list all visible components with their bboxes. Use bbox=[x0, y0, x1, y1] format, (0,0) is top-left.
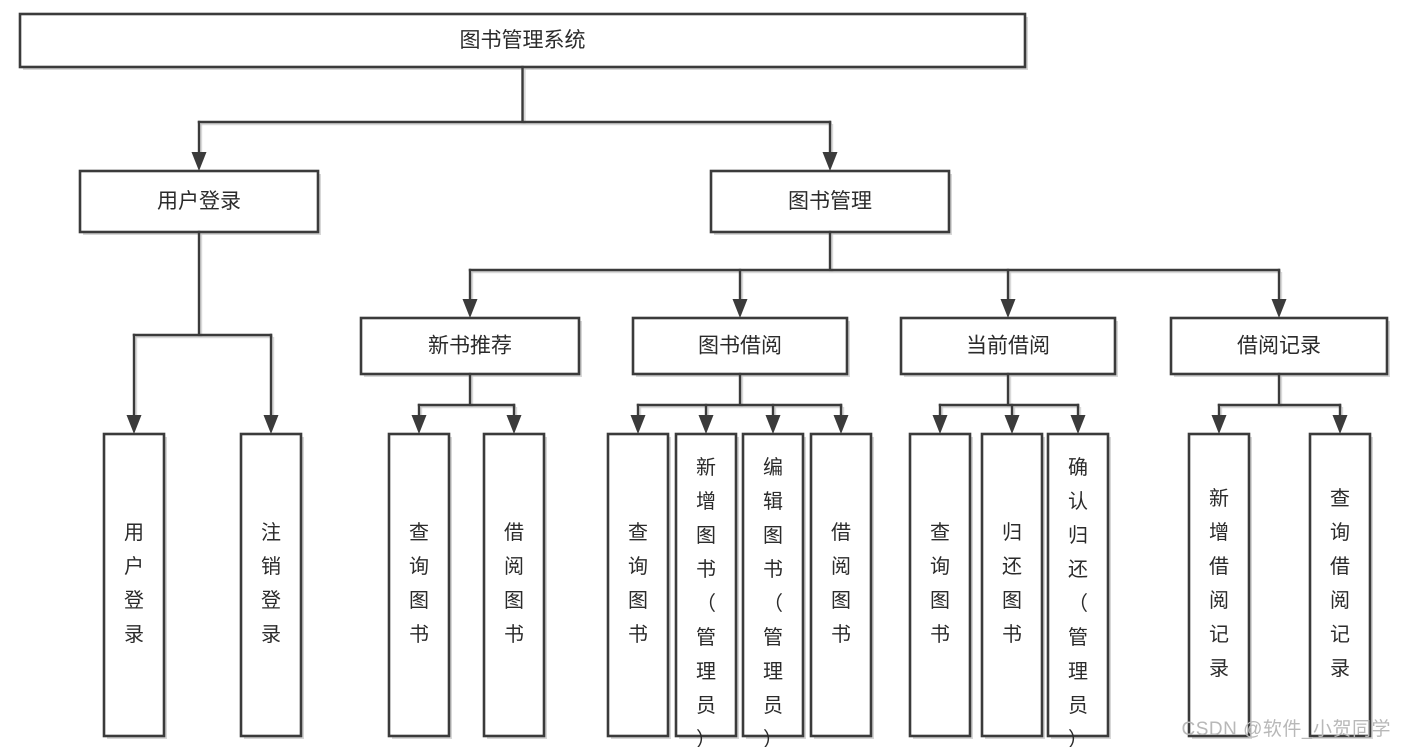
node-label: 查询图书 bbox=[930, 521, 950, 646]
node-border bbox=[78, 169, 320, 234]
arrow-head-icon bbox=[765, 415, 781, 434]
node-leaf-图书借阅-新增图书（管理员）[interactable]: 新增图书（管理员） bbox=[674, 432, 739, 747]
node-leaf-当前借阅-查询图书[interactable]: 查询图书 bbox=[908, 432, 973, 739]
node-leaf-当前借阅-确认归还（管理员）[interactable]: 确认归还（管理员） bbox=[1046, 432, 1111, 747]
node-label: 当前借阅 bbox=[966, 335, 1050, 358]
node-leaf-新书推荐-借阅图书[interactable]: 借阅图书 bbox=[482, 432, 547, 739]
node-leaf-图书借阅-查询图书[interactable]: 查询图书 bbox=[606, 432, 671, 739]
node-label: 借阅记录 bbox=[1237, 335, 1321, 358]
arrow-head-icon bbox=[1332, 415, 1348, 434]
node-border bbox=[482, 432, 546, 738]
node-border bbox=[18, 12, 1027, 69]
node-label: 编辑图书（管理员） bbox=[763, 456, 783, 747]
node-border bbox=[980, 432, 1044, 738]
node-label: 确认归还（管理员） bbox=[1068, 456, 1088, 747]
arrow-head-icon bbox=[1070, 415, 1086, 434]
arrow-head-icon bbox=[1271, 299, 1287, 318]
node-label: 新增借阅记录 bbox=[1209, 487, 1229, 680]
arrow-head-icon bbox=[1004, 415, 1020, 434]
arrow-head-icon bbox=[462, 299, 478, 318]
arrow-head-icon bbox=[191, 152, 207, 171]
node-leaf-借阅记录-查询借阅记录[interactable]: 查询借阅记录 bbox=[1308, 432, 1373, 739]
csdn-watermark: CSDN @软件_小贺同学 bbox=[1181, 719, 1391, 740]
arrow-head-icon bbox=[411, 415, 427, 434]
node-label: 用户登录 bbox=[124, 522, 144, 646]
node-border bbox=[1187, 432, 1251, 738]
node-root-图书管理系统[interactable]: 图书管理系统 bbox=[18, 12, 1028, 70]
node-border bbox=[239, 432, 303, 738]
node-leaf-用户登录-注销登录[interactable]: 注销登录 bbox=[239, 432, 304, 739]
node-label: 借阅图书 bbox=[831, 521, 851, 646]
node-border bbox=[908, 432, 972, 738]
arrow-head-icon bbox=[698, 415, 714, 434]
node-level2-用户登录[interactable]: 用户登录 bbox=[78, 169, 321, 235]
node-leaf-新书推荐-查询图书[interactable]: 查询图书 bbox=[387, 432, 452, 739]
node-leaf-当前借阅-归还图书[interactable]: 归还图书 bbox=[980, 432, 1045, 739]
node-label: 用户登录 bbox=[157, 190, 241, 213]
node-label: 新增图书（管理员） bbox=[696, 456, 716, 747]
node-label: 查询借阅记录 bbox=[1330, 487, 1350, 680]
node-border bbox=[1169, 316, 1389, 376]
node-border bbox=[809, 432, 873, 738]
node-border bbox=[1046, 432, 1110, 738]
node-border bbox=[102, 432, 166, 738]
node-label: 借阅图书 bbox=[504, 521, 524, 646]
node-level3-新书推荐[interactable]: 新书推荐 bbox=[359, 316, 582, 377]
node-border bbox=[899, 316, 1117, 376]
node-leaf-借阅记录-新增借阅记录[interactable]: 新增借阅记录 bbox=[1187, 432, 1252, 739]
node-leaf-用户登录-用户登录[interactable]: 用户登录 bbox=[102, 432, 167, 739]
node-label: 查询图书 bbox=[628, 521, 648, 646]
arrow-head-icon bbox=[126, 415, 142, 434]
node-level2-图书管理[interactable]: 图书管理 bbox=[709, 169, 952, 235]
arrow-head-icon bbox=[932, 415, 948, 434]
node-border bbox=[741, 432, 805, 738]
node-level3-图书借阅[interactable]: 图书借阅 bbox=[631, 316, 850, 377]
node-label: 归还图书 bbox=[1002, 521, 1022, 646]
node-label: 图书管理 bbox=[788, 190, 872, 213]
arrow-head-icon bbox=[1000, 299, 1016, 318]
node-label: 注销登录 bbox=[261, 521, 281, 646]
node-label: 图书管理系统 bbox=[460, 29, 586, 52]
node-level3-借阅记录[interactable]: 借阅记录 bbox=[1169, 316, 1390, 377]
arrow-head-icon bbox=[506, 415, 522, 434]
arrow-head-icon bbox=[822, 152, 838, 171]
node-border bbox=[674, 432, 738, 738]
node-border bbox=[387, 432, 451, 738]
node-border bbox=[1308, 432, 1372, 738]
node-leaf-图书借阅-编辑图书（管理员）[interactable]: 编辑图书（管理员） bbox=[741, 432, 806, 747]
node-leaf-图书借阅-借阅图书[interactable]: 借阅图书 bbox=[809, 432, 874, 739]
arrow-head-icon bbox=[263, 415, 279, 434]
arrow-head-icon bbox=[833, 415, 849, 434]
node-label: 查询图书 bbox=[409, 521, 429, 646]
arrow-head-icon bbox=[732, 299, 748, 318]
node-border bbox=[359, 316, 581, 376]
node-label: 图书借阅 bbox=[698, 335, 782, 358]
node-label: 新书推荐 bbox=[428, 335, 512, 358]
node-level3-当前借阅[interactable]: 当前借阅 bbox=[899, 316, 1118, 377]
arrow-head-icon bbox=[1211, 415, 1227, 434]
node-border bbox=[606, 432, 670, 738]
arrow-head-icon bbox=[630, 415, 646, 434]
